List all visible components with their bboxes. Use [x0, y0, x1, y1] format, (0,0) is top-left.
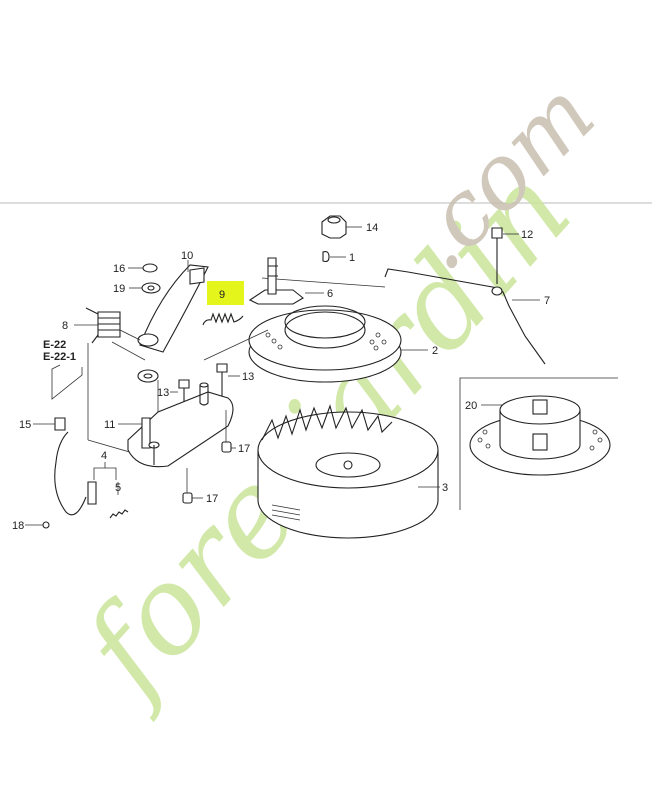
watermark: foretjardin .com	[53, 62, 615, 726]
callout-5[interactable]: 5	[115, 482, 121, 494]
callout-7[interactable]: 7	[544, 295, 550, 307]
callout-18[interactable]: 18	[12, 520, 24, 532]
callout-6[interactable]: 6	[327, 288, 333, 300]
part-3-flywheel[interactable]	[257, 404, 440, 539]
callout-2[interactable]: 2	[432, 345, 438, 357]
part-16-clip[interactable]	[128, 263, 158, 273]
part-4-switch[interactable]	[87, 462, 117, 505]
part-15-connector[interactable]	[33, 417, 87, 516]
part-12-bolt[interactable]	[491, 227, 519, 284]
part-5-spring[interactable]	[109, 482, 129, 519]
part-18-screw[interactable]	[25, 521, 50, 529]
reference-e22[interactable]: E-22	[43, 339, 66, 351]
part-17-sleeve-b[interactable]	[182, 468, 203, 504]
part-7-rod[interactable]	[261, 268, 546, 365]
callout-13[interactable]: 13	[242, 371, 254, 383]
part-14-nut[interactable]	[321, 215, 362, 239]
part-6-governor-arm[interactable]	[248, 257, 324, 305]
callout-12[interactable]: 12	[521, 229, 533, 241]
callout-17[interactable]: 17	[238, 443, 250, 455]
part-20-inset[interactable]	[459, 377, 618, 510]
callout-20[interactable]: 20	[465, 400, 477, 412]
callout-8[interactable]: 8	[62, 320, 68, 332]
part-base-bracket[interactable]	[118, 329, 269, 468]
part-10-brake-arm[interactable]	[137, 260, 209, 353]
part-9-spring[interactable]	[202, 312, 244, 326]
part-8-spring[interactable]	[74, 307, 146, 456]
highlight-box	[207, 281, 244, 305]
part-17-sleeve-a[interactable]	[221, 410, 236, 453]
callout-14[interactable]: 14	[366, 222, 378, 234]
callout-9[interactable]: 9	[219, 289, 225, 301]
part-13-bolt-a[interactable]	[216, 363, 240, 400]
callout-17[interactable]: 17	[206, 493, 218, 505]
callout-13[interactable]: 13	[157, 387, 169, 399]
callout-15[interactable]: 15	[19, 419, 31, 431]
callout-1[interactable]: 1	[349, 252, 355, 264]
callout-19[interactable]: 19	[113, 283, 125, 295]
callout-4[interactable]: 4	[101, 450, 107, 462]
callout-3[interactable]: 3	[442, 482, 448, 494]
callout-10[interactable]: 10	[181, 250, 193, 262]
part-19-washer[interactable]	[129, 282, 161, 294]
reference-e22-1[interactable]: E-22-1	[43, 351, 76, 363]
part-2-starter-plate[interactable]	[248, 305, 428, 383]
callout-16[interactable]: 16	[113, 263, 125, 275]
callout-11[interactable]: 11	[104, 419, 115, 431]
reference-arrow	[51, 364, 83, 400]
part-1-key[interactable]	[322, 251, 346, 263]
callout-labels: 14 12 1 10 16 19 9 6 7 8 E-22 E-22-1 2 1…	[12, 222, 550, 532]
